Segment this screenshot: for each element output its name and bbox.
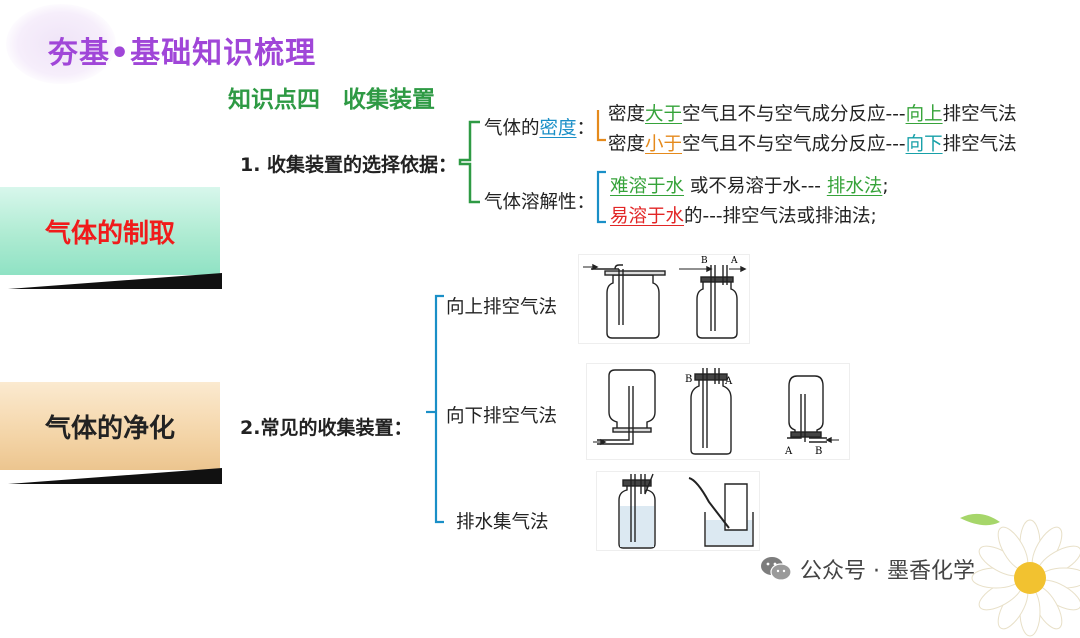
title-decoration xyxy=(6,4,116,84)
card-gas-purification[interactable]: 气体的净化 xyxy=(0,382,220,470)
rule1-post: 排空气法 xyxy=(942,104,1017,125)
sol1-mid: 或不易溶于水--- xyxy=(684,176,827,197)
method-water: 排水集气法 xyxy=(456,512,549,533)
solubility-rule-1: 难溶于水 或不易溶于水--- 排水法; xyxy=(610,172,889,198)
rule2-post: 排空气法 xyxy=(942,134,1017,155)
rule1-pre: 密度 xyxy=(608,104,646,125)
tag-b: B xyxy=(815,446,822,457)
solubility-rule-2: 易溶于水的---排空气法或排油法; xyxy=(610,202,877,228)
tag-a: A xyxy=(730,256,738,266)
density-label-pre: 气体的 xyxy=(484,118,540,139)
wechat-icon xyxy=(761,557,792,581)
diagram-water-displacement xyxy=(596,471,760,551)
rule1-mid: 空气且不与空气成分反应--- xyxy=(682,104,906,125)
daisy-decoration xyxy=(960,513,1080,637)
card-shadow xyxy=(8,273,222,289)
basis-brackets xyxy=(458,110,606,224)
rule1-keyword: 大于 xyxy=(645,104,683,125)
card-gas-preparation-label: 气体的制取 xyxy=(44,218,175,249)
tag-a: A xyxy=(724,376,733,387)
sol2-keyword: 易溶于水 xyxy=(610,206,685,227)
sol2-post: 的---排空气法或排油法; xyxy=(684,206,877,227)
basis-label: 1. 收集装置的选择依据： xyxy=(240,154,458,176)
rule1-method: 向上 xyxy=(905,104,943,125)
diagram-upward-displacement: B A xyxy=(578,254,750,344)
section-title: 知识点四 收集装置 xyxy=(228,87,435,113)
watermark: 公众号 · 墨香化学 xyxy=(760,553,975,585)
sol1-post: ; xyxy=(882,176,889,197)
density-rule-2: 密度小于空气且不与空气成分反应---向下排空气法 xyxy=(608,130,1017,156)
devices-label: 2.常见的收集装置： xyxy=(240,417,413,439)
sol1-method: 排水法 xyxy=(826,176,883,197)
density-label-post: ： xyxy=(576,118,596,139)
card-shadow xyxy=(8,468,222,484)
method-upward: 向上排空气法 xyxy=(446,297,558,318)
tag-a: A xyxy=(784,446,793,457)
density-rule-1: 密度大于空气且不与空气成分反应---向上排空气法 xyxy=(608,100,1017,126)
page-title: 夯基•基础知识梳理 xyxy=(48,36,317,71)
tag-b: B xyxy=(701,256,708,266)
rule2-mid: 空气且不与空气成分反应--- xyxy=(682,134,906,155)
card-gas-purification-label: 气体的净化 xyxy=(44,413,175,444)
rule2-method: 向下 xyxy=(905,134,943,155)
diagram-downward-displacement: B A A B xyxy=(586,363,850,460)
rule2-pre: 密度 xyxy=(608,134,646,155)
density-label: 气体的密度： xyxy=(484,114,595,140)
card-gas-preparation[interactable]: 气体的制取 xyxy=(0,187,220,275)
sol1-keyword: 难溶于水 xyxy=(610,176,685,197)
devices-bracket xyxy=(426,294,444,524)
density-keyword: 密度 xyxy=(539,118,577,139)
watermark-text: 公众号 · 墨香化学 xyxy=(800,559,975,584)
tag-b: B xyxy=(685,374,692,385)
solubility-label: 气体溶解性： xyxy=(484,192,596,213)
rule2-keyword: 小于 xyxy=(645,134,683,155)
method-downward: 向下排空气法 xyxy=(446,406,558,427)
